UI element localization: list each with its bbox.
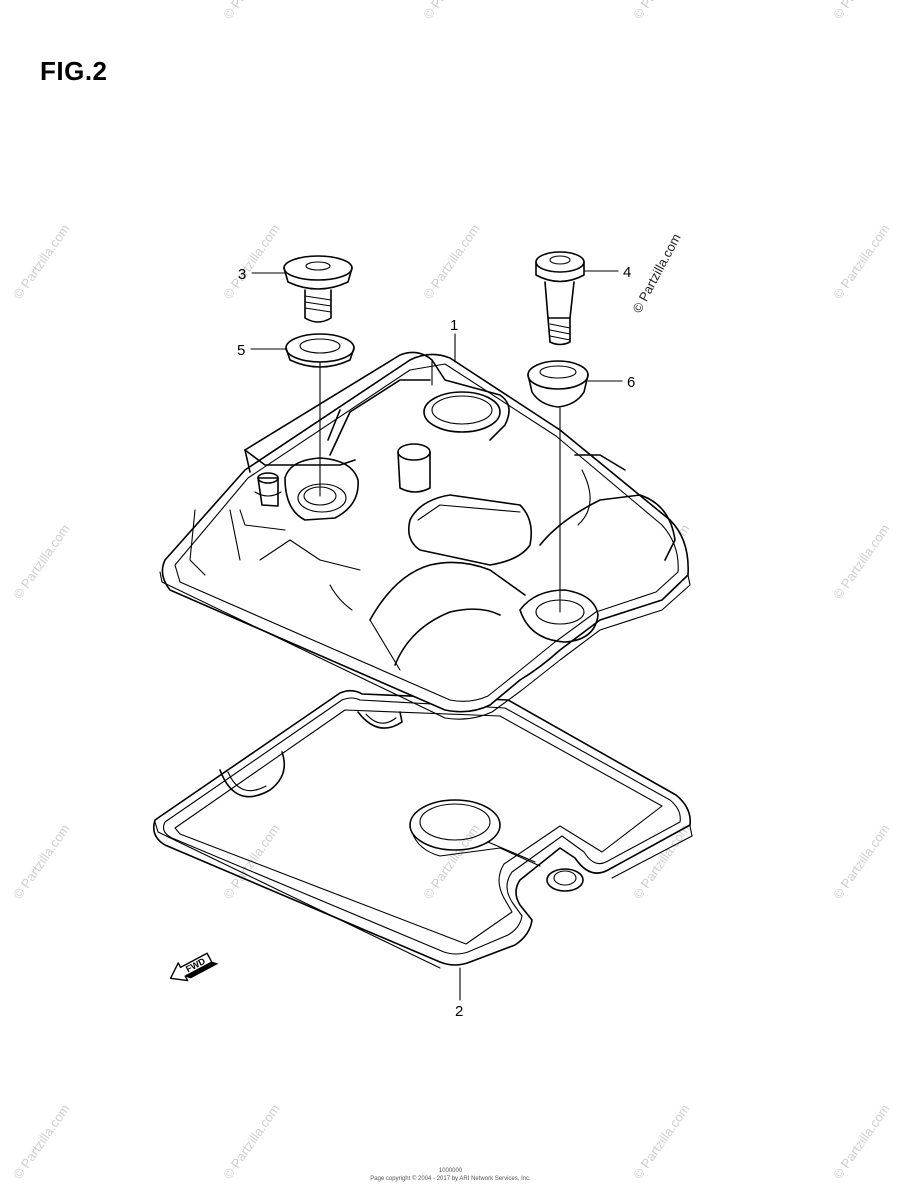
grommet-part-6 [527, 360, 589, 408]
watermark-prominent: © Partzilla.com [629, 231, 683, 315]
callout-4: 4 [623, 264, 631, 281]
watermark: © Partzilla.com [220, 221, 283, 301]
watermark: © Partzilla.com [830, 821, 893, 901]
bolt-part-3 [283, 255, 353, 323]
callout-2: 2 [455, 1003, 463, 1020]
watermark: © Partzilla.com [630, 0, 693, 22]
bolt-part-4 [535, 251, 585, 346]
figure-title: FIG.2 [40, 56, 108, 86]
watermark: © Partzilla.com [830, 221, 893, 301]
callouts: 1 2 3 4 5 6 [237, 264, 635, 1020]
watermark: © Partzilla.com [220, 0, 283, 22]
assembly-guide-lines [319, 361, 561, 613]
watermark: © Partzilla.com [10, 521, 73, 601]
cylinder-head-cover-part-1 [159, 351, 691, 720]
callout-3: 3 [238, 266, 246, 283]
watermark: © Partzilla.com [420, 821, 483, 901]
callout-6: 6 [627, 374, 635, 391]
footer-copyright: Page copyright © 2004 - 2017 by ARI Netw… [370, 1176, 531, 1182]
callout-5: 5 [237, 342, 245, 359]
watermark: © Partzilla.com [830, 521, 893, 601]
fwd-arrow-icon: FWD [169, 952, 219, 982]
watermark: © Partzilla.com [10, 821, 73, 901]
watermark: © Partzilla.com [10, 221, 73, 301]
gasket-part-2 [152, 689, 693, 969]
watermark: © Partzilla.com [630, 821, 693, 901]
watermark: © Partzilla.com [830, 0, 893, 22]
footer-code: 1000000 [438, 1168, 463, 1174]
callout-1: 1 [450, 317, 458, 334]
watermark: © Partzilla.com [420, 0, 483, 22]
watermark: © Partzilla.com [420, 221, 483, 301]
